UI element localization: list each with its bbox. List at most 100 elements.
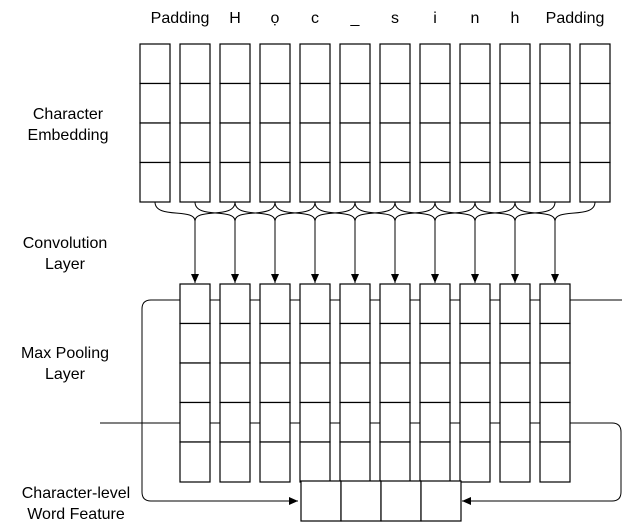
embedding-cell — [219, 82, 251, 124]
pooling-cell — [539, 401, 571, 443]
convolution-connection — [474, 201, 516, 222]
embedding-cell — [499, 161, 531, 203]
embedding-cell — [419, 43, 451, 85]
pooling-cell — [459, 401, 491, 443]
embedding-cell — [299, 122, 331, 164]
embedding-cell — [379, 122, 411, 164]
convolution-connections — [154, 201, 596, 283]
embedding-cell — [299, 43, 331, 85]
embedding-cell — [459, 161, 491, 203]
convolution-layer-label-line1: Convolution — [22, 235, 108, 252]
pooling-cell — [379, 283, 411, 325]
pooling-cell — [459, 441, 491, 483]
embedding-cell — [179, 82, 211, 124]
max-feature-line-top — [141, 299, 622, 505]
pooling-cell — [539, 283, 571, 325]
embedding-cell — [539, 122, 571, 164]
pooling-cell — [179, 322, 211, 364]
embedding-cell — [579, 43, 611, 85]
embedding-cell — [499, 122, 531, 164]
convolution-connection — [514, 201, 556, 222]
pooling-cell — [499, 322, 531, 364]
convolution-connection — [554, 201, 596, 222]
pooling-cell — [339, 441, 371, 483]
pooling-cell — [419, 441, 451, 483]
pooling-cell — [299, 322, 331, 364]
embedding-cell — [339, 82, 371, 124]
pooling-cell — [299, 362, 331, 404]
character-embedding-label-line1: Character — [32, 106, 104, 123]
embedding-cell — [339, 43, 371, 85]
pooling-cell — [179, 401, 211, 443]
embedding-cell — [379, 82, 411, 124]
pooling-cell — [299, 283, 331, 325]
pooling-cell — [339, 362, 371, 404]
pooling-cell — [299, 441, 331, 483]
pooling-cell — [499, 401, 531, 443]
embedding-cell — [299, 161, 331, 203]
pooling-cell — [379, 401, 411, 443]
token-label: ọ — [270, 10, 280, 27]
embedding-cell — [419, 122, 451, 164]
convolution-connection — [434, 201, 476, 222]
token-label: c — [311, 10, 319, 27]
feature-routing-lines — [100, 299, 622, 505]
word-feature-cell — [420, 480, 462, 522]
embedding-cell — [499, 82, 531, 124]
pooling-cell — [299, 401, 331, 443]
token-label: _ — [350, 10, 360, 27]
embedding-cell — [339, 122, 371, 164]
convolution-connection — [234, 201, 276, 222]
embedding-cell — [539, 43, 571, 85]
token-label: Padding — [545, 10, 605, 27]
embedding-cell — [459, 82, 491, 124]
pooling-cell — [539, 322, 571, 364]
pooling-cell — [259, 322, 291, 364]
convolution-layer-label-line2: Layer — [44, 256, 86, 273]
pooling-cell — [419, 362, 451, 404]
convolution-connection — [154, 201, 196, 222]
convolution-connection — [354, 201, 396, 222]
convolution-connection — [394, 201, 436, 222]
convolution-connection — [194, 201, 236, 222]
pooling-cell — [179, 362, 211, 404]
max-pooling-layer-label-line2: Layer — [44, 366, 86, 383]
pooling-cell — [259, 362, 291, 404]
embedding-cell — [259, 161, 291, 203]
token-label: H — [229, 10, 241, 27]
pooling-cell — [499, 283, 531, 325]
embedding-cell — [539, 82, 571, 124]
pooling-columns — [179, 283, 571, 483]
convolution-connection — [314, 201, 356, 222]
char-word-feature-label: Character-level Word Feature — [0, 483, 152, 525]
pooling-cell — [339, 322, 371, 364]
embedding-cell — [179, 43, 211, 85]
convolution-connection — [354, 201, 396, 222]
embedding-cell — [139, 161, 171, 203]
pooling-cell — [539, 441, 571, 483]
pooling-cell — [499, 441, 531, 483]
convolution-connection — [434, 201, 476, 222]
pooling-cell — [179, 441, 211, 483]
pooling-cell — [459, 283, 491, 325]
convolution-connection — [514, 201, 556, 222]
embedding-cell — [379, 43, 411, 85]
convolution-connection — [274, 201, 316, 222]
token-label: h — [510, 10, 520, 27]
pooling-cell — [179, 283, 211, 325]
embedding-cell — [259, 82, 291, 124]
character-embedding-label: Character Embedding — [8, 104, 128, 146]
embedding-cell — [219, 43, 251, 85]
max-pooling-layer-label: Max Pooling Layer — [5, 343, 125, 385]
pooling-cell — [219, 362, 251, 404]
pooling-cell — [539, 362, 571, 404]
pooling-cell — [219, 322, 251, 364]
embedding-cell — [579, 122, 611, 164]
pooling-cell — [339, 283, 371, 325]
pooling-cell — [259, 401, 291, 443]
embedding-columns — [139, 43, 611, 203]
embedding-cell — [459, 43, 491, 85]
char-word-feature-label-line2: Word Feature — [27, 506, 125, 523]
